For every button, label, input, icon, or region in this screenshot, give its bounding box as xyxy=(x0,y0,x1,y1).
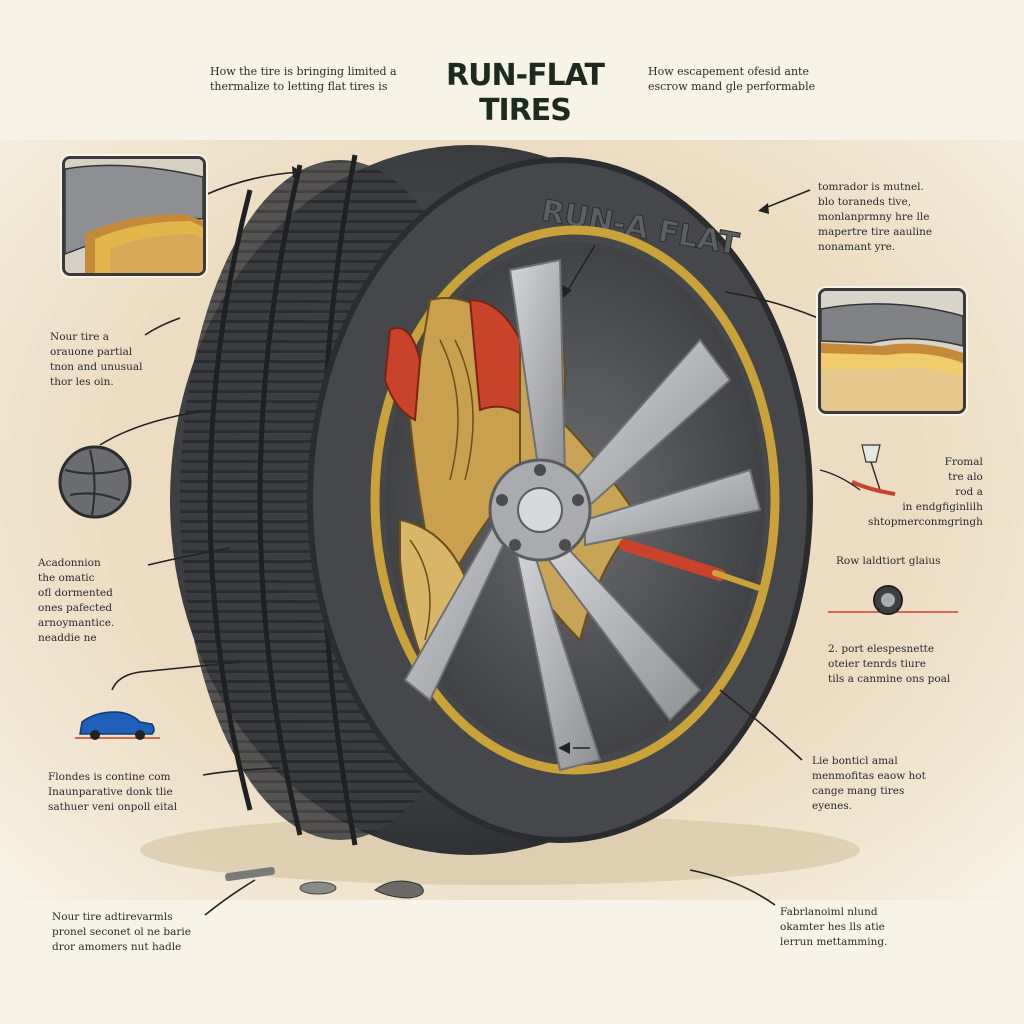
note-line: Fabrlanoiml nlund xyxy=(780,906,878,918)
note-line: Nour tire adtirevarmls xyxy=(52,911,173,923)
note-line: Nour tire a xyxy=(50,331,110,343)
note-left-4: Nour tire adtirevarmls pronel seconet ol… xyxy=(52,910,191,955)
note-line: neaddie ne xyxy=(38,632,97,644)
note-line: nonamant yre. xyxy=(818,241,896,253)
diagram-title: RUN-FLAT TIRES xyxy=(446,58,605,128)
note-line: sathuer veni onpoll eital xyxy=(48,801,178,813)
note-line: blo toraneds tive, xyxy=(818,196,912,208)
subtitle-right-line: How escapement ofesid ante xyxy=(648,65,809,78)
subtitle-right: How escapement ofesid ante escrow mand g… xyxy=(648,64,828,94)
note-line: ones pafected xyxy=(38,602,113,614)
note-line: oteier tenrds tiure xyxy=(828,658,926,670)
note-line: menmofitas eaow hot xyxy=(812,770,926,782)
note-right-4: 2. port elespesnette oteier tenrds tiure… xyxy=(828,642,950,687)
note-line: tils a canmine ons poal xyxy=(828,673,951,685)
note-line: Flondes is contine com xyxy=(48,771,171,783)
rim-spokes xyxy=(403,258,762,772)
note-line: shtopmerconmgringh xyxy=(868,516,983,528)
note-line: rod a xyxy=(955,486,983,498)
note-line: mapertre tire aauline xyxy=(818,226,933,238)
valve-stem xyxy=(619,539,726,581)
valve-cap xyxy=(712,570,768,593)
tread-closeup-circle xyxy=(58,445,132,519)
small-wheel-icon xyxy=(828,585,958,615)
arrow-heads xyxy=(292,166,769,754)
note-line: in endgfiginlilh xyxy=(902,501,983,513)
note-left-1: Nour tire a orauone partial tnon and unu… xyxy=(50,330,143,390)
note-line: Inaunparative donk tlie xyxy=(48,786,173,798)
note-line: monlanprmny hre lle xyxy=(818,211,930,223)
note-line: Row laldtiort glaius xyxy=(836,555,941,567)
car-icon xyxy=(75,711,160,740)
note-line: tnon and unusual xyxy=(50,361,143,373)
note-line: okamter hes lls atie xyxy=(780,921,885,933)
note-line: tomrador is mutnel. xyxy=(818,181,924,193)
note-line: orauone partial xyxy=(50,346,133,358)
note-line: 2. port elespesnette xyxy=(828,643,935,655)
note-left-3: Flondes is contine com Inaunparative don… xyxy=(48,770,177,815)
note-line: the omatic xyxy=(38,572,95,584)
pressure-sensor-icon xyxy=(819,444,896,496)
subtitle-left-line: How the tire is bringing limited a xyxy=(210,65,397,78)
note-line: dror amomers nut hadle xyxy=(52,941,182,953)
note-line: tre alo xyxy=(948,471,983,483)
note-right-3: Row laldtiort glaius xyxy=(836,554,941,569)
gold-rim-band xyxy=(370,225,780,775)
note-line: Lie bonticl amal xyxy=(812,755,898,767)
inset-cross-section-graphic xyxy=(65,159,203,273)
subtitle-right-line: escrow mand gle performable xyxy=(648,80,816,93)
note-line: eyenes. xyxy=(812,800,853,812)
inset-cross-section-graphic xyxy=(821,291,963,411)
note-line: arnoymantice. xyxy=(38,617,115,629)
hub-center-cap xyxy=(517,487,563,533)
note-line: pronel seconet ol ne barie xyxy=(52,926,191,938)
red-bead xyxy=(383,327,422,422)
note-line: ofl dormented xyxy=(38,587,113,599)
note-line: thor les oin. xyxy=(50,376,114,388)
road-debris xyxy=(225,866,424,899)
subtitle-left-line: thermalize to letting flat tires is xyxy=(210,80,388,93)
subtitle-left: How the tire is bringing limited a therm… xyxy=(210,64,410,94)
note-right-6: Fabrlanoiml nlund okamter hes lls atie l… xyxy=(780,905,887,950)
note-right-1: tomrador is mutnel. blo toraneds tive, m… xyxy=(818,180,932,255)
note-right-2: Fromal tre alo rod a in endgfiginlilh sh… xyxy=(868,455,983,530)
inset-cross-section-right xyxy=(818,288,966,414)
note-left-2: Acadonnion the omatic ofl dormented ones… xyxy=(38,556,114,646)
note-right-5: Lie bonticl amal menmofitas eaow hot can… xyxy=(812,754,926,814)
lug-nuts xyxy=(496,464,584,551)
note-line: Acadonnion xyxy=(38,557,101,569)
note-line: cange mang tires xyxy=(812,785,905,797)
note-line: Fromal xyxy=(944,456,983,468)
note-line: lerrun mettamming. xyxy=(780,936,888,948)
inset-cross-section-top-left xyxy=(62,156,206,276)
